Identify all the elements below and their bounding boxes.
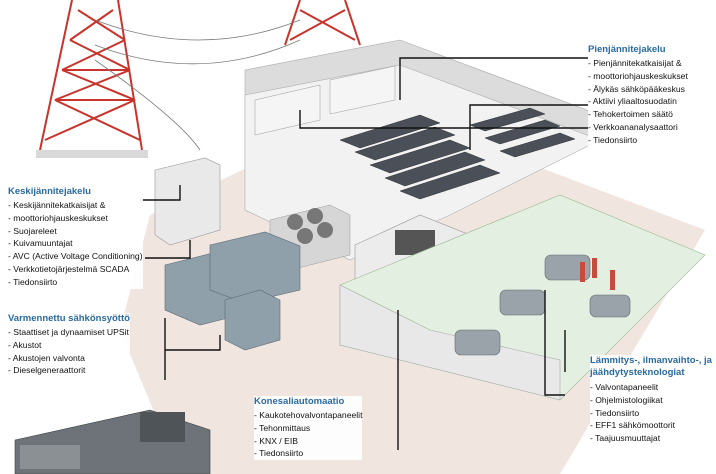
callout-hvac-title: Lämmitys-, ilmanvaihto-, ja jäähdytystek… [590,355,712,378]
list-item: EFF1 sähkömoottorit [590,419,712,432]
callout-low-voltage-title: Pienjännitejakelu [588,44,666,55]
list-item: Tehonmittaus [254,422,362,435]
mv-kiosk [154,157,221,246]
list-item: Akustojen valvonta [8,352,130,365]
list-item: moottoriohjauskeskukset [8,212,143,225]
list-item: Tiedonsiirto [8,276,143,289]
callout-medium-voltage: Keskijännitejakelu Keskijännitekatkaisij… [8,186,143,289]
list-item: Aktiivi yliaaltosuodatin [588,95,688,108]
power-tower-right [284,0,361,46]
callout-building-automation: Konesaliautomaatio Kaukotehovalvontapane… [254,396,363,461]
callout-hvac-list: Valvontapaneelit Ohjelmistologiikat Tied… [590,381,712,445]
diesel-generator [14,409,211,474]
power-tower-left [39,0,143,151]
callout-leader-lines [140,57,588,450]
list-item: Älykäs sähköpääkeskus [588,83,688,96]
callout-building-automation-list: Kaukotehovalvontapaneelit Tehonmittaus K… [254,409,362,460]
callout-secured-power-title: Varmennettu sähkönsyöttö [8,313,130,324]
callout-hvac: Lämmitys-, ilmanvaihto-, ja jäähdytystek… [590,355,712,445]
server-racks [339,107,576,200]
ups-units [164,231,301,351]
list-item: moottoriohjauskeskukset [588,70,688,83]
list-item: Tiedonsiirto [588,134,688,147]
list-item: Taajuusmuuttajat [590,432,712,445]
callout-low-voltage: Pienjännitejakelu Pienjännitekatkaisijat… [588,44,688,147]
list-item: Tiedonsiirto [590,407,712,420]
list-item: Valvontapaneelit [590,381,712,394]
list-item: Keskijännitekatkaisijat & [8,199,143,212]
list-item: Verkkotietojärjestelmä SCADA [8,263,143,276]
callout-building-automation-title: Konesaliautomaatio [254,396,345,407]
list-item: Ohjelmistologiikat [590,394,712,407]
list-item: Kuivamuuntajat [8,237,143,250]
list-item: Tiedonsiirto [254,447,362,460]
callout-medium-voltage-list: Keskijännitekatkaisijat & moottoriohjaus… [8,199,143,289]
list-item: Kaukotehovalvontapaneelit [254,409,362,422]
list-item: Pienjännitekatkaisijat & [588,57,688,70]
list-item: Dieselgeneraattorit [8,364,130,377]
list-item: Suojareleet [8,225,143,238]
switchgear-panels [254,65,396,136]
callout-secured-power: Varmennettu sähkönsyöttö Staattiset ja d… [8,313,130,378]
callout-secured-power-list: Staattiset ja dynaamiset UPSit Akustot A… [8,326,130,377]
hvac-wall [339,284,561,401]
power-lines [94,19,301,151]
hvac-red-panels [580,258,615,290]
list-item: Akustot [8,339,130,352]
list-item: Staattiset ja dynaamiset UPSit [8,326,130,339]
callout-medium-voltage-title: Keskijännitejakelu [8,186,91,197]
list-item: Tehokertoimen säätö [588,108,688,121]
tower-left-base [36,150,148,158]
list-item: Verkkoananalysaattori [588,121,688,134]
callout-low-voltage-list: Pienjännitekatkaisijat & moottoriohjausk… [588,57,688,147]
list-item: KNX / EIB [254,435,362,448]
list-item: AVC (Active Voltage Conditioning) [8,250,143,263]
